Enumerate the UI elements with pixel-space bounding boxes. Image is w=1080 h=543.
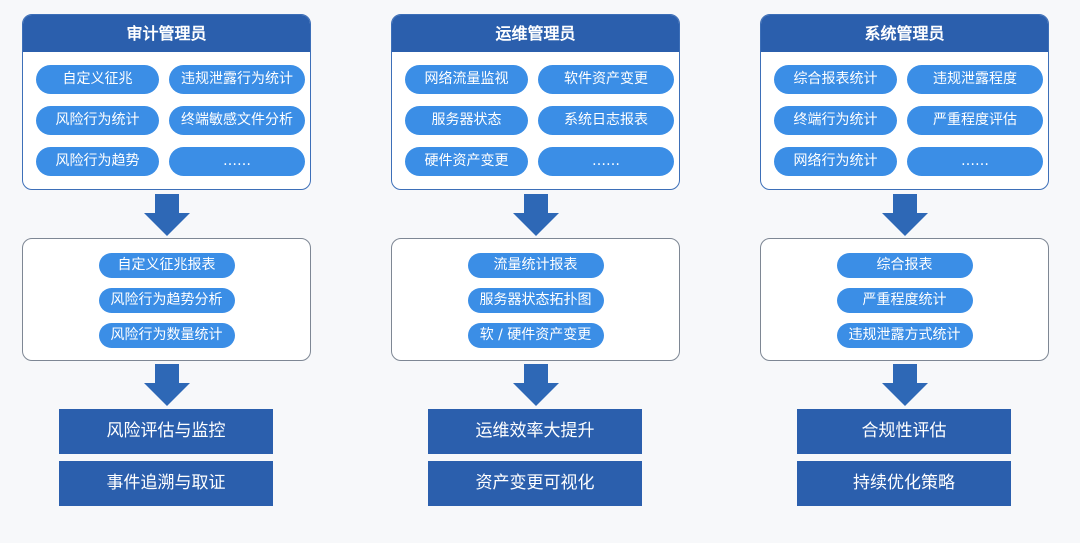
feature-grid: 网络流量监视 软件资产变更 服务器状态 系统日志报表 硬件资产变更 …… (392, 52, 679, 176)
down-arrow-icon (512, 194, 559, 236)
feature-pill-more: …… (169, 147, 305, 176)
feature-pill: 严重程度评估 (907, 106, 1043, 135)
feature-pill: 网络行为统计 (774, 147, 897, 176)
feature-pill: 综合报表统计 (774, 65, 897, 94)
down-arrow-icon (512, 364, 559, 406)
report-card: 综合报表 严重程度统计 违规泄露方式统计 (760, 238, 1049, 361)
role-title: 运维管理员 (392, 15, 679, 52)
feature-pill: 服务器状态 (405, 106, 528, 135)
feature-grid: 自定义征兆 违规泄露行为统计 风险行为统计 终端敏感文件分析 风险行为趋势 …… (23, 52, 310, 176)
outcome-box: 运维效率大提升 (428, 409, 642, 454)
outcome-box: 资产变更可视化 (428, 461, 642, 506)
role-title: 审计管理员 (23, 15, 310, 52)
column-ops-admin: 运维管理员 网络流量监视 软件资产变更 服务器状态 系统日志报表 硬件资产变更 … (391, 14, 680, 534)
report-pill: 流量统计报表 (467, 253, 604, 278)
feature-pill: 网络流量监视 (405, 65, 528, 94)
outcome-box: 事件追溯与取证 (59, 461, 273, 506)
role-card: 系统管理员 综合报表统计 违规泄露程度 终端行为统计 严重程度评估 网络行为统计… (760, 14, 1049, 190)
feature-pill-more: …… (538, 147, 674, 176)
report-card: 自定义征兆报表 风险行为趋势分析 风险行为数量统计 (22, 238, 311, 361)
report-card: 流量统计报表 服务器状态拓扑图 软 / 硬件资产变更 (391, 238, 680, 361)
outcome-box: 风险评估与监控 (59, 409, 273, 454)
role-title: 系统管理员 (761, 15, 1048, 52)
report-pill: 自定义征兆报表 (98, 253, 235, 278)
column-audit-admin: 审计管理员 自定义征兆 违规泄露行为统计 风险行为统计 终端敏感文件分析 风险行… (22, 14, 311, 534)
feature-pill: 违规泄露程度 (907, 65, 1043, 94)
down-arrow-icon (881, 194, 928, 236)
feature-pill: 风险行为统计 (36, 106, 159, 135)
feature-pill: 终端敏感文件分析 (169, 106, 305, 135)
feature-pill: 风险行为趋势 (36, 147, 159, 176)
report-pill: 风险行为数量统计 (98, 323, 235, 348)
outcome-box: 合规性评估 (797, 409, 1011, 454)
report-pill: 违规泄露方式统计 (836, 323, 973, 348)
report-pill: 严重程度统计 (836, 288, 973, 313)
feature-pill: 系统日志报表 (538, 106, 674, 135)
report-pill: 综合报表 (836, 253, 973, 278)
outcome-box: 持续优化策略 (797, 461, 1011, 506)
feature-grid: 综合报表统计 违规泄露程度 终端行为统计 严重程度评估 网络行为统计 …… (761, 52, 1048, 176)
role-card: 审计管理员 自定义征兆 违规泄露行为统计 风险行为统计 终端敏感文件分析 风险行… (22, 14, 311, 190)
feature-pill: 自定义征兆 (36, 65, 159, 94)
feature-pill: 违规泄露行为统计 (169, 65, 305, 94)
report-pill: 软 / 硬件资产变更 (467, 323, 604, 348)
feature-pill: 终端行为统计 (774, 106, 897, 135)
feature-pill-more: …… (907, 147, 1043, 176)
column-system-admin: 系统管理员 综合报表统计 违规泄露程度 终端行为统计 严重程度评估 网络行为统计… (760, 14, 1049, 534)
feature-pill: 软件资产变更 (538, 65, 674, 94)
role-card: 运维管理员 网络流量监视 软件资产变更 服务器状态 系统日志报表 硬件资产变更 … (391, 14, 680, 190)
down-arrow-icon (143, 364, 190, 406)
down-arrow-icon (143, 194, 190, 236)
down-arrow-icon (881, 364, 928, 406)
feature-pill: 硬件资产变更 (405, 147, 528, 176)
report-pill: 风险行为趋势分析 (98, 288, 235, 313)
report-pill: 服务器状态拓扑图 (467, 288, 604, 313)
